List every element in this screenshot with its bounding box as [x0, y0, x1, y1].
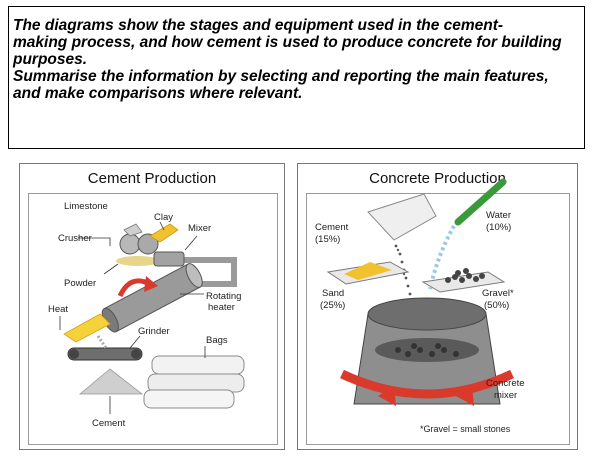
pointer-mixer	[184, 235, 198, 251]
mixer-label: Mixer	[188, 223, 211, 234]
pointer-crusher	[78, 237, 111, 246]
sand-percentage-label: (25%)	[320, 300, 345, 311]
task-line-2: making process, and how cement is used t…	[13, 34, 562, 51]
pointer-clay	[159, 221, 165, 231]
task-line-1: The diagrams show the stages and equipme…	[13, 17, 504, 34]
powder-icon	[116, 256, 160, 266]
limestone-icon	[123, 223, 143, 237]
rotating-label: Rotating	[206, 291, 241, 302]
cement-pile-icon	[78, 368, 144, 395]
task-line-4: Summarise the information by selecting a…	[13, 68, 549, 85]
concrete-panel-title: Concrete Production	[369, 170, 506, 187]
water-percentage-label: (10%)	[486, 222, 511, 233]
bags-icon	[143, 355, 245, 409]
cement-ingredient-label: Cement	[315, 222, 349, 233]
gravel-percentage-label: (50%)	[484, 300, 509, 311]
concrete-label: Concrete	[486, 378, 525, 389]
pointer-powder	[103, 263, 119, 275]
cement-production-panel: Cement Production	[19, 163, 285, 450]
cement-bag-icon	[367, 193, 437, 241]
water-label: Water	[486, 210, 511, 221]
cement-output-label: Cement	[92, 418, 126, 429]
grinder-label: Grinder	[138, 326, 170, 337]
concrete-production-panel: Concrete Production	[297, 163, 578, 450]
water-hose-icon	[454, 178, 507, 226]
heat-flame-icon	[63, 313, 111, 343]
heater-label: heater	[208, 302, 235, 313]
rotation-ring-arrowhead-left-icon	[378, 386, 396, 406]
concrete-diagram-svg: Cement (15%) Water (10%) Sand (25%) Grav…	[315, 178, 525, 434]
rotation-ring-arrow-icon	[340, 369, 514, 399]
mixer-pipe	[180, 257, 237, 287]
cement-percentage-label: (15%)	[315, 234, 340, 245]
heat-label: Heat	[48, 304, 68, 315]
sand-label: Sand	[322, 288, 344, 299]
mixer-icon	[153, 251, 185, 267]
gravel-label: Gravel*	[482, 288, 514, 299]
concrete-inner-frame	[306, 193, 570, 445]
limestone-label: Limestone	[64, 201, 108, 212]
bags-label: Bags	[206, 335, 228, 346]
gravel-footnote: *Gravel = small stones	[420, 424, 511, 434]
rotating-heater-icon	[101, 263, 203, 333]
task-prompt-box: The diagrams show the stages and equipme…	[8, 6, 585, 149]
rotation-ring-arrowhead-right-icon	[456, 386, 474, 406]
cement-panel-title: Cement Production	[87, 170, 217, 187]
crusher-label: Crusher	[58, 233, 92, 244]
cement-diagram-svg: Limestone Clay Crusher Mixer Powder Rota…	[48, 201, 245, 429]
mixer-label: mixer	[494, 390, 517, 401]
falling-powder-icon	[96, 335, 108, 349]
pointer-grinder	[129, 335, 141, 349]
mixed-concrete-icon	[395, 343, 459, 357]
gravel-pile-icon	[445, 268, 485, 283]
powder-label: Powder	[64, 278, 96, 289]
clay-label: Clay	[154, 212, 173, 223]
task-line-3: purposes.	[13, 51, 88, 68]
task-line-5: and make comparisons where relevant.	[13, 85, 303, 102]
grinder-icon	[67, 347, 143, 361]
concrete-mixer-icon	[353, 297, 501, 405]
rotation-arrowhead-icon	[144, 276, 158, 292]
sand-pile-icon	[344, 262, 392, 280]
cement-inner-frame	[28, 193, 278, 445]
